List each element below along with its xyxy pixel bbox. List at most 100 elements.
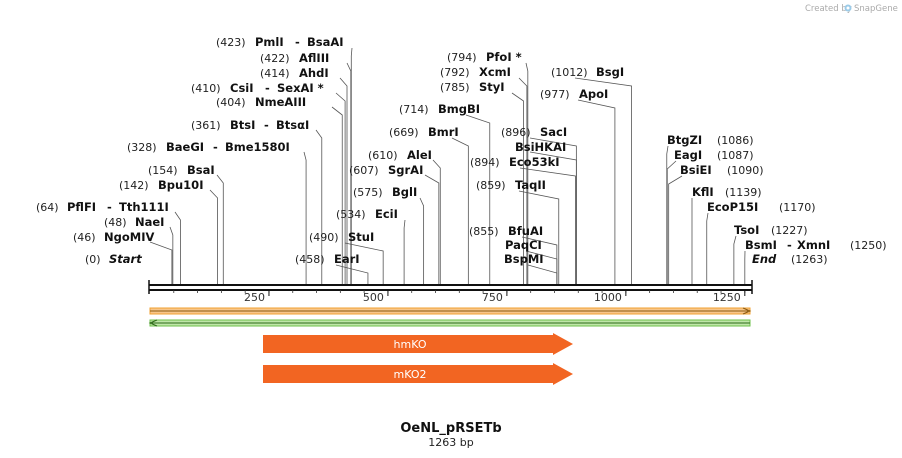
site-bsai[interactable]: (154) BsaI <box>148 163 215 177</box>
site-connectors <box>149 47 746 285</box>
svg-text:-: - <box>213 140 218 154</box>
svg-text:(1087): (1087) <box>717 149 754 162</box>
svg-text:BglI: BglI <box>392 185 417 199</box>
site-bfuai[interactable]: (855) BfuAI <box>469 224 543 238</box>
site-stui[interactable]: (490) StuI <box>309 230 374 244</box>
connector-ecii <box>403 219 406 285</box>
connector-btgzi <box>666 145 669 285</box>
site-tsoi[interactable]: TsoI (1227) <box>734 223 808 237</box>
svg-text:-: - <box>264 118 269 132</box>
site-saci[interactable]: (896) SacI <box>501 125 567 139</box>
site-bsiei[interactable]: BsiEI (1090) <box>680 163 764 177</box>
site-taqii[interactable]: (859) TaqII <box>476 178 546 192</box>
svg-text:BsmI: BsmI <box>745 238 777 252</box>
site-apoi[interactable]: (977) ApoI <box>540 87 608 101</box>
svg-text:BtsαI: BtsαI <box>276 118 309 132</box>
svg-text:(410): (410) <box>191 82 221 95</box>
svg-text:(0): (0) <box>85 253 101 266</box>
site-alei[interactable]: (610) AleI <box>368 148 432 162</box>
site-ecop15i[interactable]: EcoP15I (1170) <box>707 200 816 214</box>
svg-text:(1090): (1090) <box>727 164 764 177</box>
svg-text:(422): (422) <box>260 52 290 65</box>
credit-prefix: Created by <box>805 4 852 14</box>
connector-bgli <box>419 197 425 285</box>
site-ahdi[interactable]: (414) AhdI <box>260 66 329 80</box>
svg-text:BsgI: BsgI <box>596 65 624 79</box>
svg-text:(1170): (1170) <box>779 201 816 214</box>
site-paqci[interactable]: PaqCI <box>505 238 542 252</box>
site-pfoi[interactable]: (794) PfoI * <box>447 50 522 64</box>
svg-text:PaqCI: PaqCI <box>505 238 542 252</box>
site-pflfi[interactable]: (64) PflFI - Tth111I <box>36 200 169 214</box>
svg-text:NmeAIII: NmeAIII <box>255 95 306 109</box>
svg-text:(46): (46) <box>73 231 96 244</box>
svg-text:BmgBI: BmgBI <box>438 102 480 116</box>
svg-text:(1139): (1139) <box>725 186 762 199</box>
feature-mko2[interactable]: mKO2 <box>263 363 573 385</box>
svg-text:(669): (669) <box>389 126 419 139</box>
svg-text:Bpu10I: Bpu10I <box>158 178 203 192</box>
connector-styi <box>511 92 524 285</box>
site-sgrai[interactable]: (607) SgrAI <box>349 163 423 177</box>
site-xcmi[interactable]: (792) XcmI <box>440 65 511 79</box>
connector-eagi <box>666 160 677 285</box>
site-csii[interactable]: (410) CsiI - SexAI * <box>191 81 324 95</box>
svg-text:EarI: EarI <box>334 252 360 266</box>
svg-text:(328): (328) <box>127 141 157 154</box>
connector-tsoi <box>733 235 737 285</box>
svg-text:(423): (423) <box>216 36 246 49</box>
connector-afliii <box>346 62 352 285</box>
svg-text:NaeI: NaeI <box>135 215 164 229</box>
connector-csii <box>335 92 346 285</box>
svg-text:BsiHKAI: BsiHKAI <box>515 140 566 154</box>
svg-text:-: - <box>107 200 112 214</box>
svg-text:(361): (361) <box>191 119 221 132</box>
snapgene-logo-icon <box>844 4 852 12</box>
svg-text:PflFI: PflFI <box>67 200 96 214</box>
site-bmgbi[interactable]: (714) BmgBI <box>399 102 480 116</box>
svg-text:(785): (785) <box>440 81 470 94</box>
site-bmri[interactable]: (669) BmrI <box>389 125 459 139</box>
site-naei[interactable]: (48) NaeI <box>104 215 164 229</box>
orf-reverse[interactable] <box>148 319 751 327</box>
svg-text:(1263): (1263) <box>791 253 828 266</box>
site-start[interactable]: (0) Start <box>85 252 142 266</box>
site-ecii[interactable]: (534) EciI <box>336 207 398 221</box>
svg-text:PmlI: PmlI <box>255 35 284 49</box>
site-styi[interactable]: (785) StyI <box>440 80 505 94</box>
svg-text:(977): (977) <box>540 88 570 101</box>
site-ngomiv[interactable]: (46) NgoMIV <box>73 230 154 244</box>
site-kfli[interactable]: KflI (1139) <box>692 185 762 199</box>
svg-text:StyI: StyI <box>479 80 505 94</box>
site-eagi[interactable]: EagI (1087) <box>674 148 754 162</box>
site-eari[interactable]: (458) EarI <box>295 252 360 266</box>
connector-pflfi <box>174 211 181 285</box>
site-afliii[interactable]: (422) AflIII <box>260 51 329 65</box>
site-bsihkai[interactable]: BsiHKAI <box>515 140 566 154</box>
svg-text:EagI: EagI <box>674 148 702 162</box>
site-pmli[interactable]: (423) PmlI - BsaAI <box>216 35 344 49</box>
site-baegi[interactable]: (328) BaeGI - Bme1580I <box>127 140 290 154</box>
site-end[interactable]: End (1263) <box>752 252 828 266</box>
connector-eco53ki <box>519 167 576 285</box>
site-bsgi[interactable]: (1012) BsgI <box>551 65 624 79</box>
site-btgzi[interactable]: BtgZI (1086) <box>667 133 754 147</box>
connector-pfoi <box>525 62 529 285</box>
orf-forward[interactable] <box>149 307 752 315</box>
connector-pmli <box>350 47 353 285</box>
svg-text:BsaI: BsaI <box>187 163 215 177</box>
site-eco53ki[interactable]: (894) Eco53kI <box>470 155 560 169</box>
site-btsi[interactable]: (361) BtsI - BtsαI <box>191 118 309 132</box>
site-bpu10i[interactable]: (142) Bpu10I <box>119 178 203 192</box>
site-bsmi[interactable]: BsmI - XmnI (1250) <box>745 238 887 252</box>
svg-text:BtsI: BtsI <box>230 118 255 132</box>
site-nmeaiii[interactable]: (404) NmeAIII <box>216 95 306 109</box>
site-bspmi[interactable]: BspMI <box>504 252 544 266</box>
credit-brand: SnapGene <box>854 4 898 14</box>
feature-hmko[interactable]: hmKO <box>263 333 573 355</box>
svg-text:(1227): (1227) <box>771 224 808 237</box>
site-bgli[interactable]: (575) BglI <box>353 185 417 199</box>
connector-xcmi <box>518 77 528 285</box>
svg-text:BsiEI: BsiEI <box>680 163 712 177</box>
